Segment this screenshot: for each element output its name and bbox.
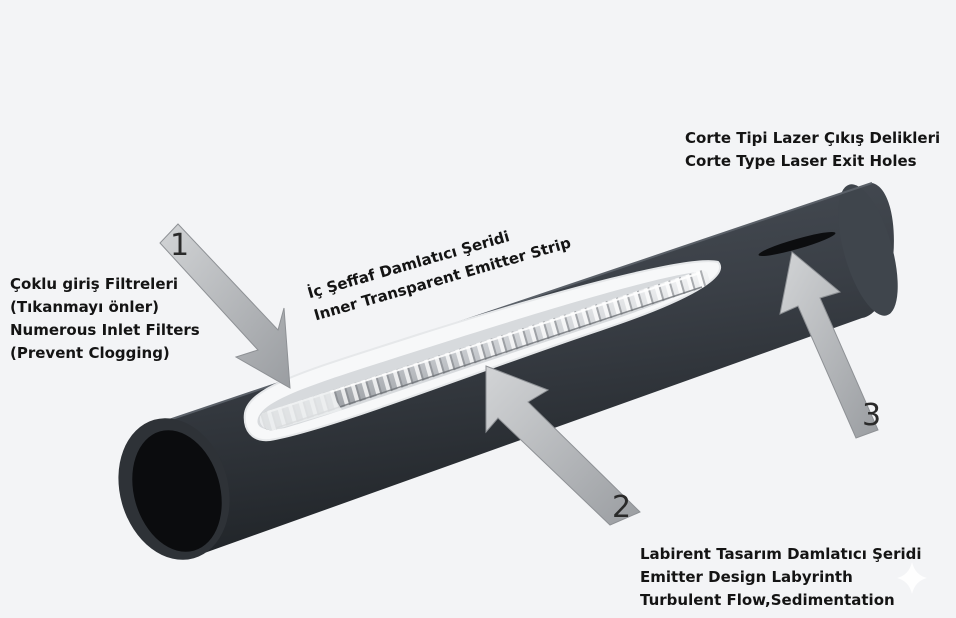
labyrinth-label-en: Emitter Design Labyrinth bbox=[640, 566, 922, 589]
labyrinth-label: Labirent Tasarım Damlatıcı Şeridi Emitte… bbox=[640, 543, 922, 612]
exit-holes-label: Corte Tipi Lazer Çıkış Delikleri Corte T… bbox=[685, 127, 940, 173]
exit-label-en: Corte Type Laser Exit Holes bbox=[685, 150, 940, 173]
inlet-filters-label: Çoklu giriş Filtreleri (Tıkanmayı önler)… bbox=[10, 273, 200, 365]
exit-label-tr: Corte Tipi Lazer Çıkış Delikleri bbox=[685, 127, 940, 150]
labyrinth-label-en-sub: Turbulent Flow,Sedimentation bbox=[640, 589, 922, 612]
inlet-label-en: Numerous Inlet Filters bbox=[10, 319, 200, 342]
inlet-label-tr: Çoklu giriş Filtreleri bbox=[10, 273, 200, 296]
labyrinth-label-tr: Labirent Tasarım Damlatıcı Şeridi bbox=[640, 543, 922, 566]
callout-number-2: 2 bbox=[612, 490, 631, 525]
inlet-label-tr-sub: (Tıkanmayı önler) bbox=[10, 296, 200, 319]
callout-number-3: 3 bbox=[862, 398, 881, 433]
callout-number-1: 1 bbox=[170, 228, 189, 263]
inlet-label-en-sub: (Prevent Clogging) bbox=[10, 342, 200, 365]
